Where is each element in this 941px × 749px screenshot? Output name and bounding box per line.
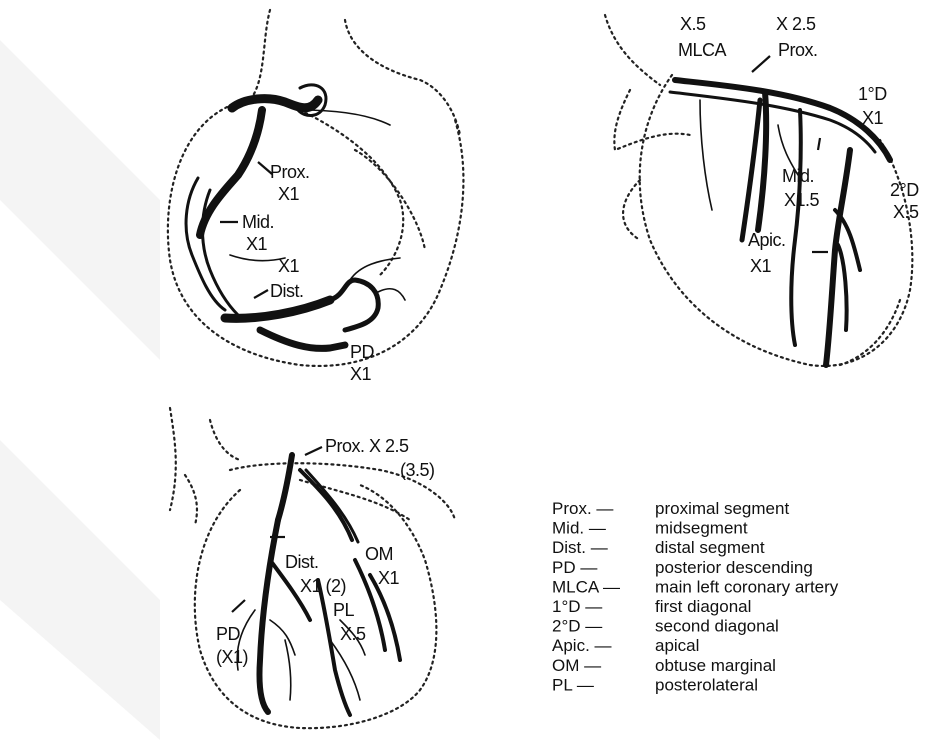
label-prox: Prox. bbox=[270, 162, 310, 182]
legend-abbr: Mid. — bbox=[552, 519, 606, 538]
legend-meaning: midsegment bbox=[655, 519, 748, 538]
label-dist: Dist. bbox=[270, 281, 304, 301]
legend-abbr: Prox. — bbox=[552, 499, 613, 518]
label-dist: Dist. bbox=[285, 552, 319, 572]
label-prox-factor: X1 bbox=[278, 184, 300, 204]
legend-abbr: Dist. — bbox=[552, 538, 608, 557]
label-d1-factor: X1 bbox=[862, 108, 884, 128]
legend-meaning: apical bbox=[655, 636, 699, 655]
lad-panel: X.5 MLCA X 2.5 Prox. 1°D X1 Mid. X1.5 2°… bbox=[605, 14, 919, 366]
label-d1: 1°D bbox=[858, 84, 887, 104]
label-mid-factor: X1 bbox=[246, 234, 268, 254]
label-mid: Mid. bbox=[242, 212, 274, 232]
label-mlca: MLCA bbox=[678, 40, 727, 60]
label-pd-factor: (X1) bbox=[216, 647, 248, 667]
label-x25: X 2.5 bbox=[776, 14, 816, 34]
label-dist-factor: X1 (2) bbox=[300, 576, 346, 596]
label-x1: X1 bbox=[278, 256, 300, 276]
legend-meaning: main left coronary artery bbox=[655, 577, 839, 596]
label-x5: X.5 bbox=[680, 14, 706, 34]
label-pd: PD bbox=[350, 342, 375, 362]
legend-abbr: 1°D — bbox=[552, 597, 602, 616]
arrow-prox bbox=[752, 56, 770, 72]
legend-meaning: posterior descending bbox=[655, 558, 813, 577]
legend-abbr: PL — bbox=[552, 675, 594, 694]
label-prox: Prox. bbox=[778, 40, 818, 60]
circumflex-panel: Prox. X 2.5 (3.5) Dist. X1 (2) OM X1 PL … bbox=[170, 408, 455, 728]
legend-meaning: distal segment bbox=[655, 538, 765, 557]
watermark-chevron bbox=[0, 40, 160, 740]
arrow-mid bbox=[818, 138, 820, 150]
legend-abbr: PD — bbox=[552, 558, 597, 577]
legend-meaning: second diagonal bbox=[655, 617, 779, 636]
label-om-factor: X1 bbox=[378, 568, 400, 588]
legend-meaning: posterolateral bbox=[655, 675, 758, 694]
label-pd-factor: X1 bbox=[350, 364, 372, 384]
legend-meaning: obtuse marginal bbox=[655, 656, 776, 675]
label-prox-sub: (3.5) bbox=[400, 460, 435, 480]
arrow-pd bbox=[232, 600, 245, 612]
legend-abbr: Apic. — bbox=[552, 636, 612, 655]
arrow-dist bbox=[254, 290, 268, 298]
arrow-prox bbox=[305, 447, 322, 455]
legend-meaning: first diagonal bbox=[655, 597, 751, 616]
label-apic: Apic. bbox=[748, 230, 786, 250]
label-pd: PD bbox=[216, 624, 241, 644]
legend-meaning: proximal segment bbox=[655, 499, 789, 518]
legend-abbr: MLCA — bbox=[552, 577, 620, 596]
label-prox: Prox. X 2.5 bbox=[325, 436, 409, 456]
rca-panel: Prox. X1 Mid. X1 X1 Dist. PD X1 bbox=[168, 10, 464, 384]
label-mid: Mid. bbox=[782, 166, 814, 186]
legend-abbr: 2°D — bbox=[552, 617, 602, 636]
label-pl: PL bbox=[333, 600, 355, 620]
legend-abbr: OM — bbox=[552, 656, 601, 675]
label-apic-factor: X1 bbox=[750, 256, 772, 276]
label-d2: 2°D bbox=[890, 180, 919, 200]
label-mid-factor: X1.5 bbox=[784, 190, 820, 210]
label-om: OM bbox=[365, 544, 393, 564]
label-pl-factor: X.5 bbox=[340, 624, 366, 644]
label-d2-factor: X.5 bbox=[893, 202, 919, 222]
